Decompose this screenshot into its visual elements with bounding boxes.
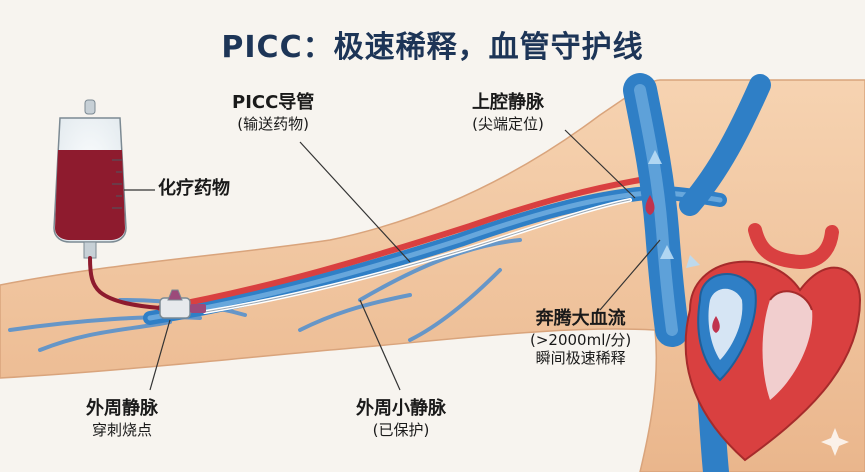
label-picc: PICC导管 (输送药物) — [232, 92, 314, 133]
label-flow-sub2: 瞬间极速稀释 — [535, 349, 626, 368]
label-picc-sub: (输送药物) — [237, 114, 310, 133]
label-small-vein: 外周小静脉 (已保护) — [356, 398, 446, 439]
label-small-vein-sub: (已保护) — [372, 420, 430, 439]
flow-arrows — [648, 150, 700, 268]
label-drug: 化疗药物 — [158, 178, 230, 201]
label-drug-main: 化疗药物 — [158, 178, 230, 199]
label-puncture-main: 外周静脉 — [86, 398, 158, 419]
label-puncture-sub: 穿刺烧点 — [91, 420, 152, 439]
iv-tubing — [88, 256, 162, 310]
iv-bag — [53, 99, 127, 259]
label-svc-main: 上腔静脉 — [472, 92, 544, 113]
label-flow: 奔腾大血流 (>2000ml/分) 瞬间极速稀释 — [530, 308, 631, 368]
label-puncture: 外周静脉 穿刺烧点 — [86, 398, 158, 439]
label-picc-main: PICC导管 — [232, 92, 315, 113]
label-flow-sub1: (>2000ml/分) — [530, 330, 632, 349]
sparkle-icon — [821, 428, 849, 456]
heart-droplet — [712, 316, 720, 333]
label-small-vein-main: 外周小静脉 — [356, 398, 446, 419]
jugular-vein — [679, 74, 771, 216]
picc-connector — [159, 289, 206, 319]
leader-lines — [124, 129, 661, 391]
page-title: PICC：极速稀释，血管守护线 — [221, 30, 644, 65]
label-flow-main: 奔腾大血流 — [535, 308, 626, 329]
label-svc: 上腔静脉 (尖端定位) — [472, 92, 544, 133]
label-svc-sub: (尖端定位) — [472, 114, 544, 133]
brachial-artery — [157, 177, 643, 311]
heart — [684, 223, 862, 462]
drug-droplet — [645, 195, 655, 215]
